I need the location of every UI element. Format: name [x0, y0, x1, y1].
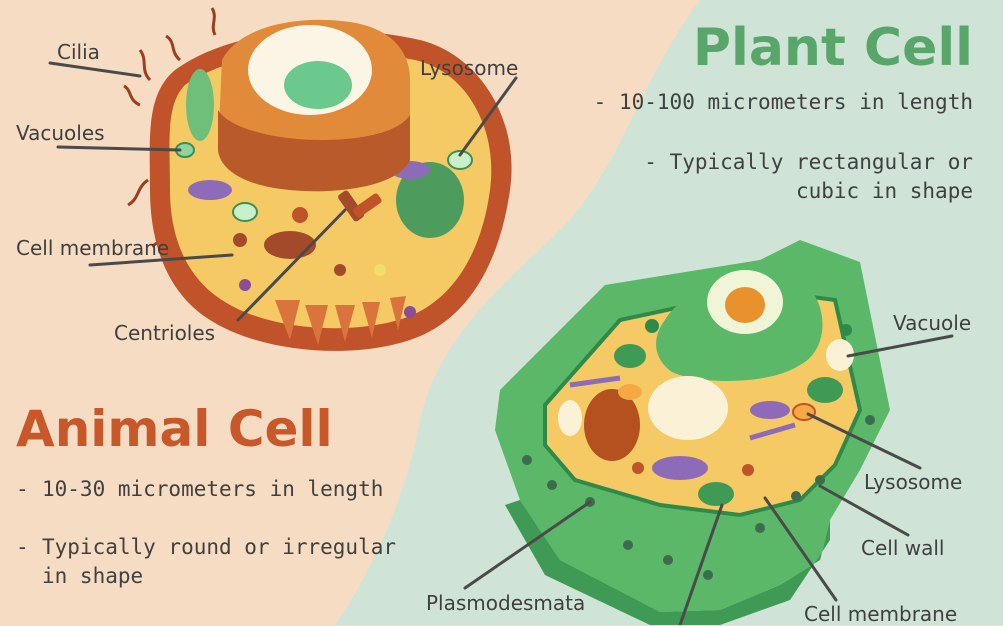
plant-vacuole: [826, 339, 854, 371]
animal-granule-2: [292, 207, 308, 223]
animal-bullet-shape-dash: -: [16, 535, 29, 559]
plant-golgi: [584, 389, 640, 461]
animal-bullet-size: -10-30 micrometers in length: [16, 475, 383, 504]
plant-bullet-size-text: 10-100 micrometers in length: [618, 90, 973, 114]
animal-bullet-size-text: 10-30 micrometers in length: [42, 477, 384, 501]
plant-er-strand: [569, 375, 621, 388]
plant-small-vacuole: [558, 400, 582, 436]
leader-plasmodesmata: [463, 500, 592, 590]
animal-granule-4: [404, 306, 416, 318]
label-lysosome-plant: Lysosome: [864, 470, 963, 494]
plant-granule-5: [840, 324, 852, 336]
plant-cell-illustration: [495, 240, 890, 625]
plant-bullet-shape-line2: cubic in shape: [795, 179, 973, 203]
animal-er: [396, 162, 464, 238]
animal-mitochondrion-2: [188, 180, 232, 200]
animal-bullet-shape: -Typically round or irregular in shape: [16, 533, 396, 591]
plant-chloroplast: [614, 344, 646, 368]
animal-cell-title: Animal Cell: [16, 400, 333, 458]
leader-centrioles: [236, 208, 347, 322]
plant-mitochondrion-2: [750, 401, 790, 419]
plant-bullet-shape-line1: Typically rectangular or: [669, 150, 973, 174]
label-vacuoles: Vacuoles: [16, 121, 105, 145]
leader-vacuole-plant: [846, 334, 954, 358]
plant-granule-3: [742, 464, 754, 476]
label-cell-wall: Cell wall: [861, 536, 945, 560]
plant-bullet-size-dash: -: [593, 90, 607, 114]
animal-centriole-shape-2: [353, 193, 382, 218]
plant-er-strand-2: [749, 422, 796, 441]
label-cilia: Cilia: [57, 40, 100, 64]
leader-cell-membrane-animal: [88, 253, 234, 267]
plant-granule-2: [632, 462, 644, 474]
animal-bullet-size-dash: -: [16, 477, 29, 501]
leader-cilia: [48, 61, 142, 78]
cilia-hairs: [123, 7, 217, 248]
animal-ribosome: [233, 233, 247, 247]
leader-chloroplast: [678, 503, 724, 625]
animal-lysosome: [447, 150, 473, 170]
label-vacuole-plant: Vacuole: [893, 311, 972, 335]
plant-bullet-size: - 10-100 micrometers in length: [594, 88, 973, 117]
animal-golgi: [186, 69, 214, 141]
plant-central-vacuole: [648, 376, 728, 440]
animal-bullet-shape-line1: Typically round or irregular: [42, 535, 397, 559]
plant-mitochondrion: [652, 456, 708, 480]
plant-bullet-shape-dash: -: [644, 150, 657, 174]
animal-mitochondrion: [264, 231, 316, 259]
plant-lysosome: [792, 403, 816, 421]
animal-membrane-fringe: [275, 296, 406, 345]
plant-nucleolus: [725, 287, 765, 323]
label-cell-membrane-animal: Cell membrane: [16, 236, 170, 260]
label-cell-membrane-plant: Cell membrane: [804, 602, 958, 626]
leader-cell-membrane-plant: [763, 496, 838, 602]
animal-ribosome-2: [334, 264, 346, 276]
label-centrioles: Centrioles: [114, 321, 216, 345]
plant-chloroplast-3: [698, 482, 734, 506]
leader-lysosome-animal: [458, 76, 518, 157]
animal-granule: [374, 264, 386, 276]
animal-granule-3: [239, 279, 251, 291]
plant-cell-wall-side: [505, 500, 830, 625]
animal-nucleolus: [284, 61, 352, 109]
animal-nucleus-shadow: [218, 110, 410, 192]
plasmodesmata-dots: [522, 415, 875, 580]
label-lysosome-animal: Lysosome: [420, 56, 519, 80]
label-plasmodesmata: Plasmodesmata: [426, 591, 586, 615]
leader-vacuoles: [56, 145, 182, 152]
leader-cell-wall: [818, 484, 910, 537]
leader-lysosome-plant: [806, 412, 922, 470]
plant-cell-title: Plant Cell: [692, 18, 973, 78]
animal-cell-illustration: [123, 7, 512, 351]
plant-chloroplast-2: [807, 377, 843, 403]
animal-bullet-shape-line2: in shape: [42, 564, 144, 588]
plant-granule-4: [645, 319, 659, 333]
leader-lines: [48, 61, 954, 625]
animal-small-vacuole: [232, 202, 258, 222]
plant-bullet-shape: - Typically rectangular or cubic in shap…: [644, 148, 973, 206]
plant-granule: [618, 384, 642, 400]
